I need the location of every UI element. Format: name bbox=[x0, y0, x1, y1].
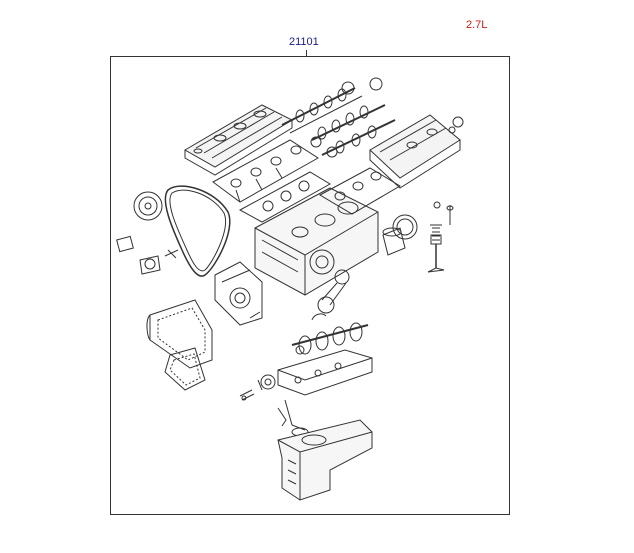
rear-oil-seal[interactable] bbox=[393, 215, 417, 239]
cylinder-head-left[interactable] bbox=[213, 140, 318, 202]
oil-pump-front-cover[interactable] bbox=[215, 262, 262, 325]
assembly-part-number[interactable]: 21101 bbox=[289, 36, 319, 48]
engine-displacement-label: 2.7L bbox=[466, 19, 488, 31]
timing-belt[interactable] bbox=[165, 186, 229, 276]
assembly-frame bbox=[110, 56, 510, 515]
timing-belt-cover-upper[interactable] bbox=[147, 300, 212, 368]
valve-assembly[interactable] bbox=[428, 202, 453, 272]
cylinder-block[interactable] bbox=[255, 188, 378, 295]
oil-strainer[interactable] bbox=[278, 400, 308, 436]
piston[interactable] bbox=[383, 228, 405, 255]
left-cylinder-head-cover[interactable] bbox=[185, 105, 292, 175]
cylinder-head-right[interactable] bbox=[320, 168, 400, 214]
crankshaft-pulley[interactable] bbox=[258, 375, 275, 390]
oil-pan[interactable] bbox=[278, 420, 372, 500]
timing-belt-cover-lower[interactable] bbox=[165, 348, 205, 390]
lower-crankcase[interactable] bbox=[278, 350, 372, 395]
right-cylinder-head-cover[interactable] bbox=[370, 115, 463, 188]
head-gasket-left[interactable] bbox=[240, 172, 330, 222]
camshaft-sprocket[interactable] bbox=[134, 192, 162, 220]
tensioner-assembly[interactable] bbox=[117, 236, 178, 274]
crankshaft-bolt[interactable] bbox=[240, 390, 254, 400]
part-number-leader-line bbox=[306, 50, 307, 57]
crankshaft[interactable] bbox=[292, 323, 368, 354]
camshaft-set[interactable] bbox=[282, 78, 395, 157]
connecting-rod[interactable] bbox=[312, 270, 349, 320]
